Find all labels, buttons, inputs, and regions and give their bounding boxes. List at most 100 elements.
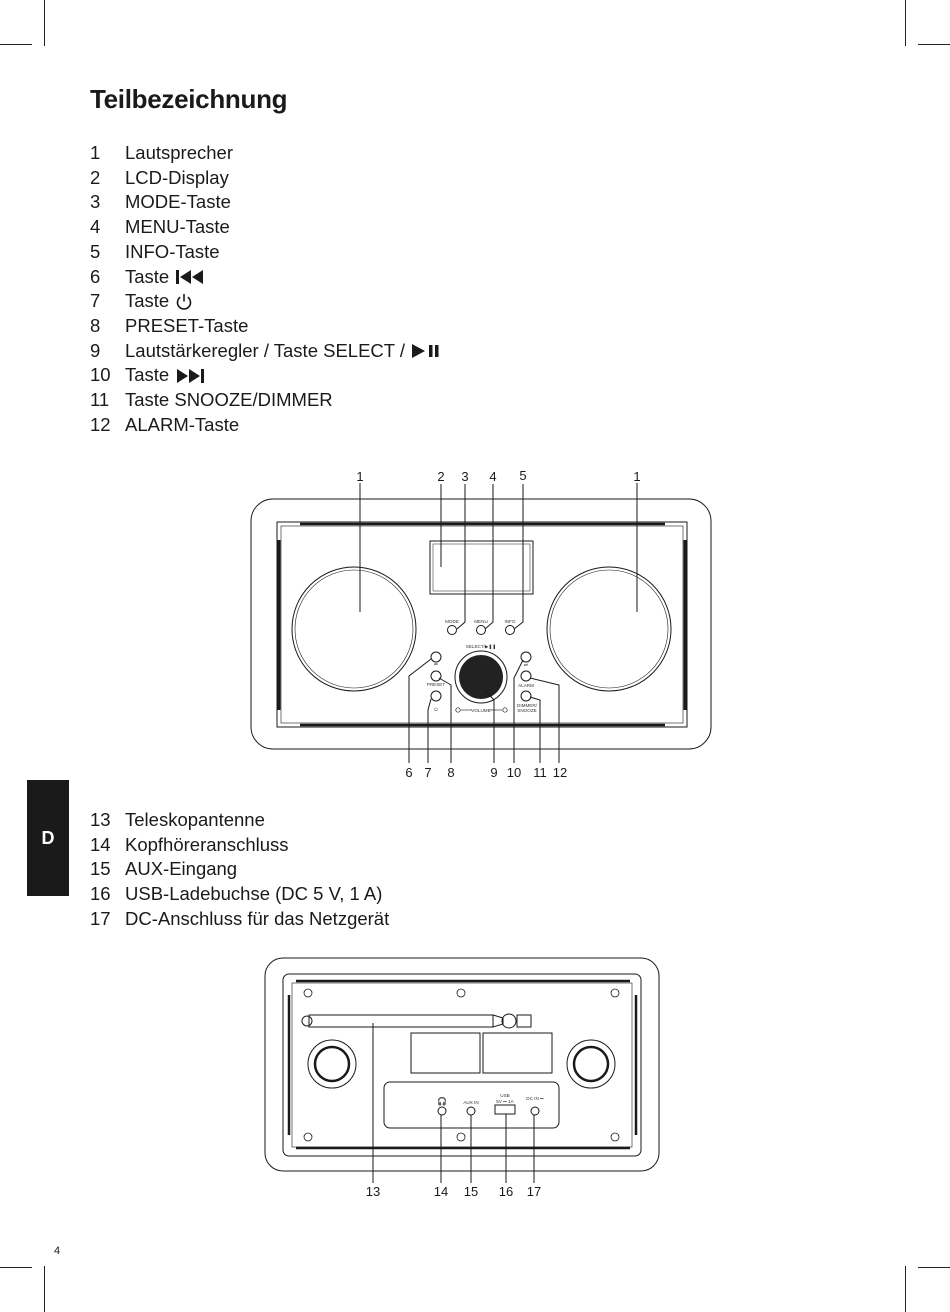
item-text: Taste [125,265,170,287]
list-item: 7 Taste [90,289,441,314]
menu-button [476,625,486,635]
item-number: 12 [90,413,111,435]
preset-label: PRESET [427,682,446,687]
item-text: Taste SNOOZE/DIMMER [125,389,333,411]
item-number: 8 [90,314,101,336]
item-text: Lautstärkeregler / Taste SELECT / [125,339,406,361]
screw [303,988,313,998]
callout-4: 4 [489,469,496,484]
item-number: 15 [90,858,111,880]
callout-12: 12 [553,765,567,780]
item-text: ALARM-Taste [125,413,240,435]
list-item: 9 Lautstärkeregler / Taste SELECT / [90,339,441,364]
headphone-glyph: 🎧 [437,1096,447,1106]
front-panel [276,521,688,728]
item-number: 7 [90,290,101,312]
item-number: 9 [90,339,101,361]
rear-vent [410,1032,481,1074]
info-label: INFO [505,619,516,624]
callout-1b: 1 [633,469,640,484]
alarm-button [520,670,532,682]
speaker-left [291,566,417,692]
play-pause-icon [411,343,441,359]
dc-label: DC IN ⎓ [526,1096,544,1101]
item-text: MENU-Taste [125,216,230,238]
preset-button [430,670,442,682]
prev-button [430,651,442,663]
language-tab: D [27,780,69,896]
usb-label: USB [500,1093,509,1098]
item-text: MODE-Taste [125,191,231,213]
item-text: Taste [125,290,170,312]
usb-rating-label: 5V ⎓ 1A [496,1099,514,1104]
bass-port-left [307,1039,357,1089]
mode-button [447,625,457,635]
item-number: 16 [90,883,111,905]
item-text: Kopfhöreranschluss [125,833,289,855]
list-item: 6 Taste [90,265,441,290]
callout-8: 8 [447,765,454,780]
item-number: 14 [90,833,111,855]
callout-13: 13 [366,1184,380,1199]
page-title: Teilbezeichnung [90,84,288,114]
next-button [520,651,532,663]
rear-vent [482,1032,553,1074]
prev-track-icon [175,269,205,285]
usb-port [494,1104,516,1115]
screw [456,1132,466,1142]
next-glyph: ⏭ [524,662,528,667]
next-track-icon [175,368,205,384]
page-number: 4 [54,1245,61,1257]
list-item: 14 Kopfhöreranschluss [90,833,389,858]
crop-mark [918,44,950,45]
callout-6: 6 [405,765,412,780]
item-number: 2 [90,166,101,188]
power-icon [175,293,193,311]
crop-mark [44,1266,45,1312]
item-number: 10 [90,364,111,386]
callout-3: 3 [461,469,468,484]
screw [303,1132,313,1142]
item-number: 3 [90,191,101,213]
callout-17: 17 [527,1184,541,1199]
item-number: 1 [90,142,101,163]
list-item: 13 Teleskopantenne [90,808,389,833]
crop-mark [0,44,32,45]
screw [610,988,620,998]
item-text: PRESET-Taste [125,314,249,336]
volume-label: VOLUME [471,708,490,713]
power-button [430,690,442,702]
prev-glyph: ⏮ [434,662,438,667]
callout-9: 9 [490,765,497,780]
snooze-button [520,690,532,702]
callout-15: 15 [464,1184,478,1199]
callout-2: 2 [437,469,444,484]
aux-label: AUX IN [463,1100,478,1105]
speaker-right [546,566,672,692]
item-text: Lautsprecher [125,142,233,163]
crop-mark [44,0,45,46]
alarm-label: ALARM [518,683,534,688]
crop-mark [905,1266,906,1312]
info-button [505,625,515,635]
select-label: SELECT/▶❚❚ [466,644,496,650]
callout-16: 16 [499,1184,513,1199]
item-number: 6 [90,265,101,287]
snooze-label: SNOOZE [517,708,536,713]
aux-jack [466,1106,476,1116]
item-text: INFO-Taste [125,240,220,262]
screw [610,1132,620,1142]
item-number: 13 [90,809,111,830]
power-glyph: ⏻ [434,707,438,712]
crop-mark [905,0,906,46]
front-view-diagram: 1 2 3 4 5 1 6 7 8 9 10 11 12 MODE MENU I… [250,468,712,780]
callout-11: 11 [533,765,547,780]
list-item: 12 ALARM-Taste [90,413,441,438]
rear-view-diagram: 13 14 15 16 17 🎧 AUX IN USB 5V ⎓ 1A DC I… [264,957,660,1199]
radio-housing [250,498,712,750]
item-text: Teleskopantenne [125,809,265,830]
